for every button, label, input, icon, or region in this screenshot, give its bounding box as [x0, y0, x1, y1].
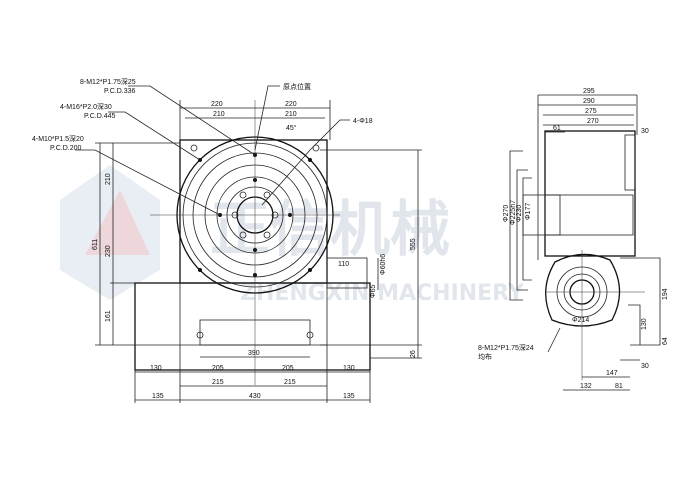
side-dim-64: 64	[662, 337, 669, 345]
dim-left-total: 611	[92, 239, 99, 250]
side-dim-194: 194	[662, 288, 669, 300]
dim-left-lower: 161	[105, 310, 112, 322]
callout-holes-c-pcd: P.C.D.200	[50, 145, 81, 152]
dim-row3-a: 135	[152, 393, 164, 400]
dim-row2-b: 215	[284, 379, 296, 386]
dim-left-middle: 230	[105, 245, 112, 257]
dim-shaft-fit: Φ60h6	[380, 254, 387, 275]
side-dim-295: 295	[583, 88, 595, 95]
side-pcd: Φ214	[572, 317, 589, 324]
side-dia-230: Φ230	[516, 205, 523, 222]
side-view	[509, 94, 661, 391]
dim-inner: 390	[248, 350, 260, 357]
dim-right-total: 555	[410, 238, 417, 250]
dim-row1-b: 205	[212, 365, 224, 372]
side-dim-130: 130	[641, 318, 648, 330]
dim-row3-b: 430	[249, 393, 261, 400]
front-view	[75, 85, 422, 403]
side-dia-225h7: Φ225h7	[510, 200, 517, 225]
dim-row2-a: 215	[212, 379, 224, 386]
dim-top-4: 210	[285, 111, 297, 118]
watermark: 正信机械 ZHENGXIN MACHINERY	[60, 165, 525, 306]
side-dim-30b: 30	[641, 363, 649, 370]
dim-row1-d: 130	[343, 365, 355, 372]
side-dim-132: 132	[580, 383, 592, 390]
dim-top-2: 220	[285, 101, 297, 108]
side-callout-sub: 均布	[478, 352, 492, 361]
angle-label: 45°	[286, 124, 297, 132]
side-dim-61: 61	[553, 125, 561, 132]
callout-holes-b: 4-M16*P2.0深30	[60, 102, 112, 111]
dim-top-3: 210	[213, 111, 225, 118]
callout-holes-b-pcd: P.C.D.445	[84, 113, 115, 120]
side-dim-81: 81	[615, 383, 623, 390]
dim-shaft-dia: Φ65	[370, 285, 377, 298]
side-dim-270: 270	[587, 118, 599, 125]
callout-holes-a: 8-M12*P1.75深25	[80, 77, 136, 86]
side-dim-30: 30	[641, 128, 649, 135]
dim-row3-c: 135	[343, 393, 355, 400]
callout-thru-holes: 4-Φ18	[353, 118, 373, 125]
callout-holes-a-pcd: P.C.D.336	[104, 88, 135, 95]
dim-row1-c: 205	[282, 365, 294, 372]
side-dia-270: Φ270	[503, 205, 510, 222]
side-dim-147: 147	[606, 370, 618, 377]
dim-shaft-length: 110	[338, 261, 349, 268]
side-dia-177: Φ177	[525, 203, 532, 220]
dim-top-1: 220	[211, 101, 223, 108]
dim-row1-a: 130	[150, 365, 162, 372]
side-dim-290: 290	[583, 98, 595, 105]
side-dim-275: 275	[585, 108, 597, 115]
side-callout: 8-M12*P1.75深24	[478, 343, 534, 352]
dim-left-upper: 210	[105, 173, 112, 185]
watermark-triangle-icon	[85, 190, 150, 255]
callout-origin: 原点位置	[283, 82, 311, 91]
watermark-en: ZHENGXIN MACHINERY	[240, 281, 525, 306]
watermark-cn: 正信机械	[210, 195, 450, 265]
dim-right-base: 26	[410, 350, 417, 358]
callout-holes-c: 4-M10*P1.5深20	[32, 134, 84, 143]
